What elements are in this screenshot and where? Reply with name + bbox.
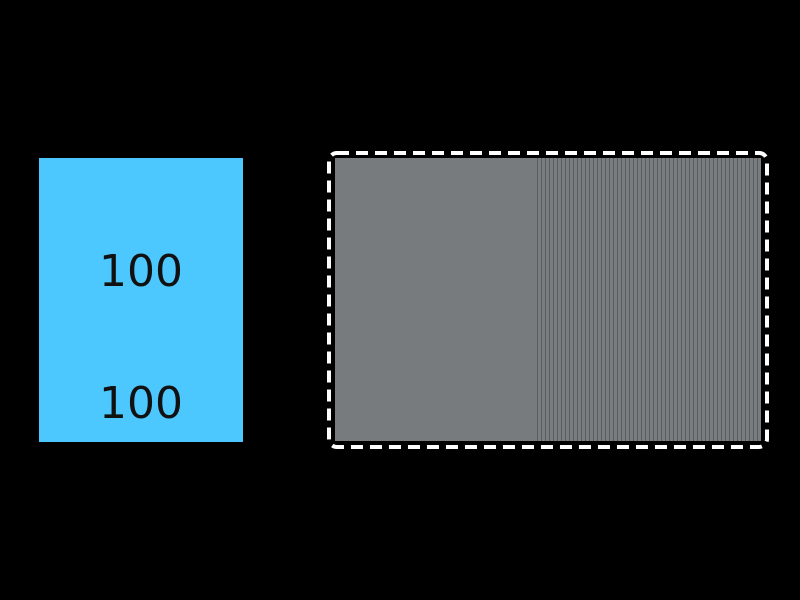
- top-value-label: 100: [99, 246, 183, 297]
- value-card: 100 100: [39, 158, 243, 442]
- striped-region: [537, 158, 761, 441]
- selected-gray-panel[interactable]: [335, 158, 761, 441]
- bottom-value-label: 100: [99, 378, 183, 429]
- selection-frame[interactable]: [326, 150, 770, 450]
- dashed-selection-border: [327, 151, 769, 449]
